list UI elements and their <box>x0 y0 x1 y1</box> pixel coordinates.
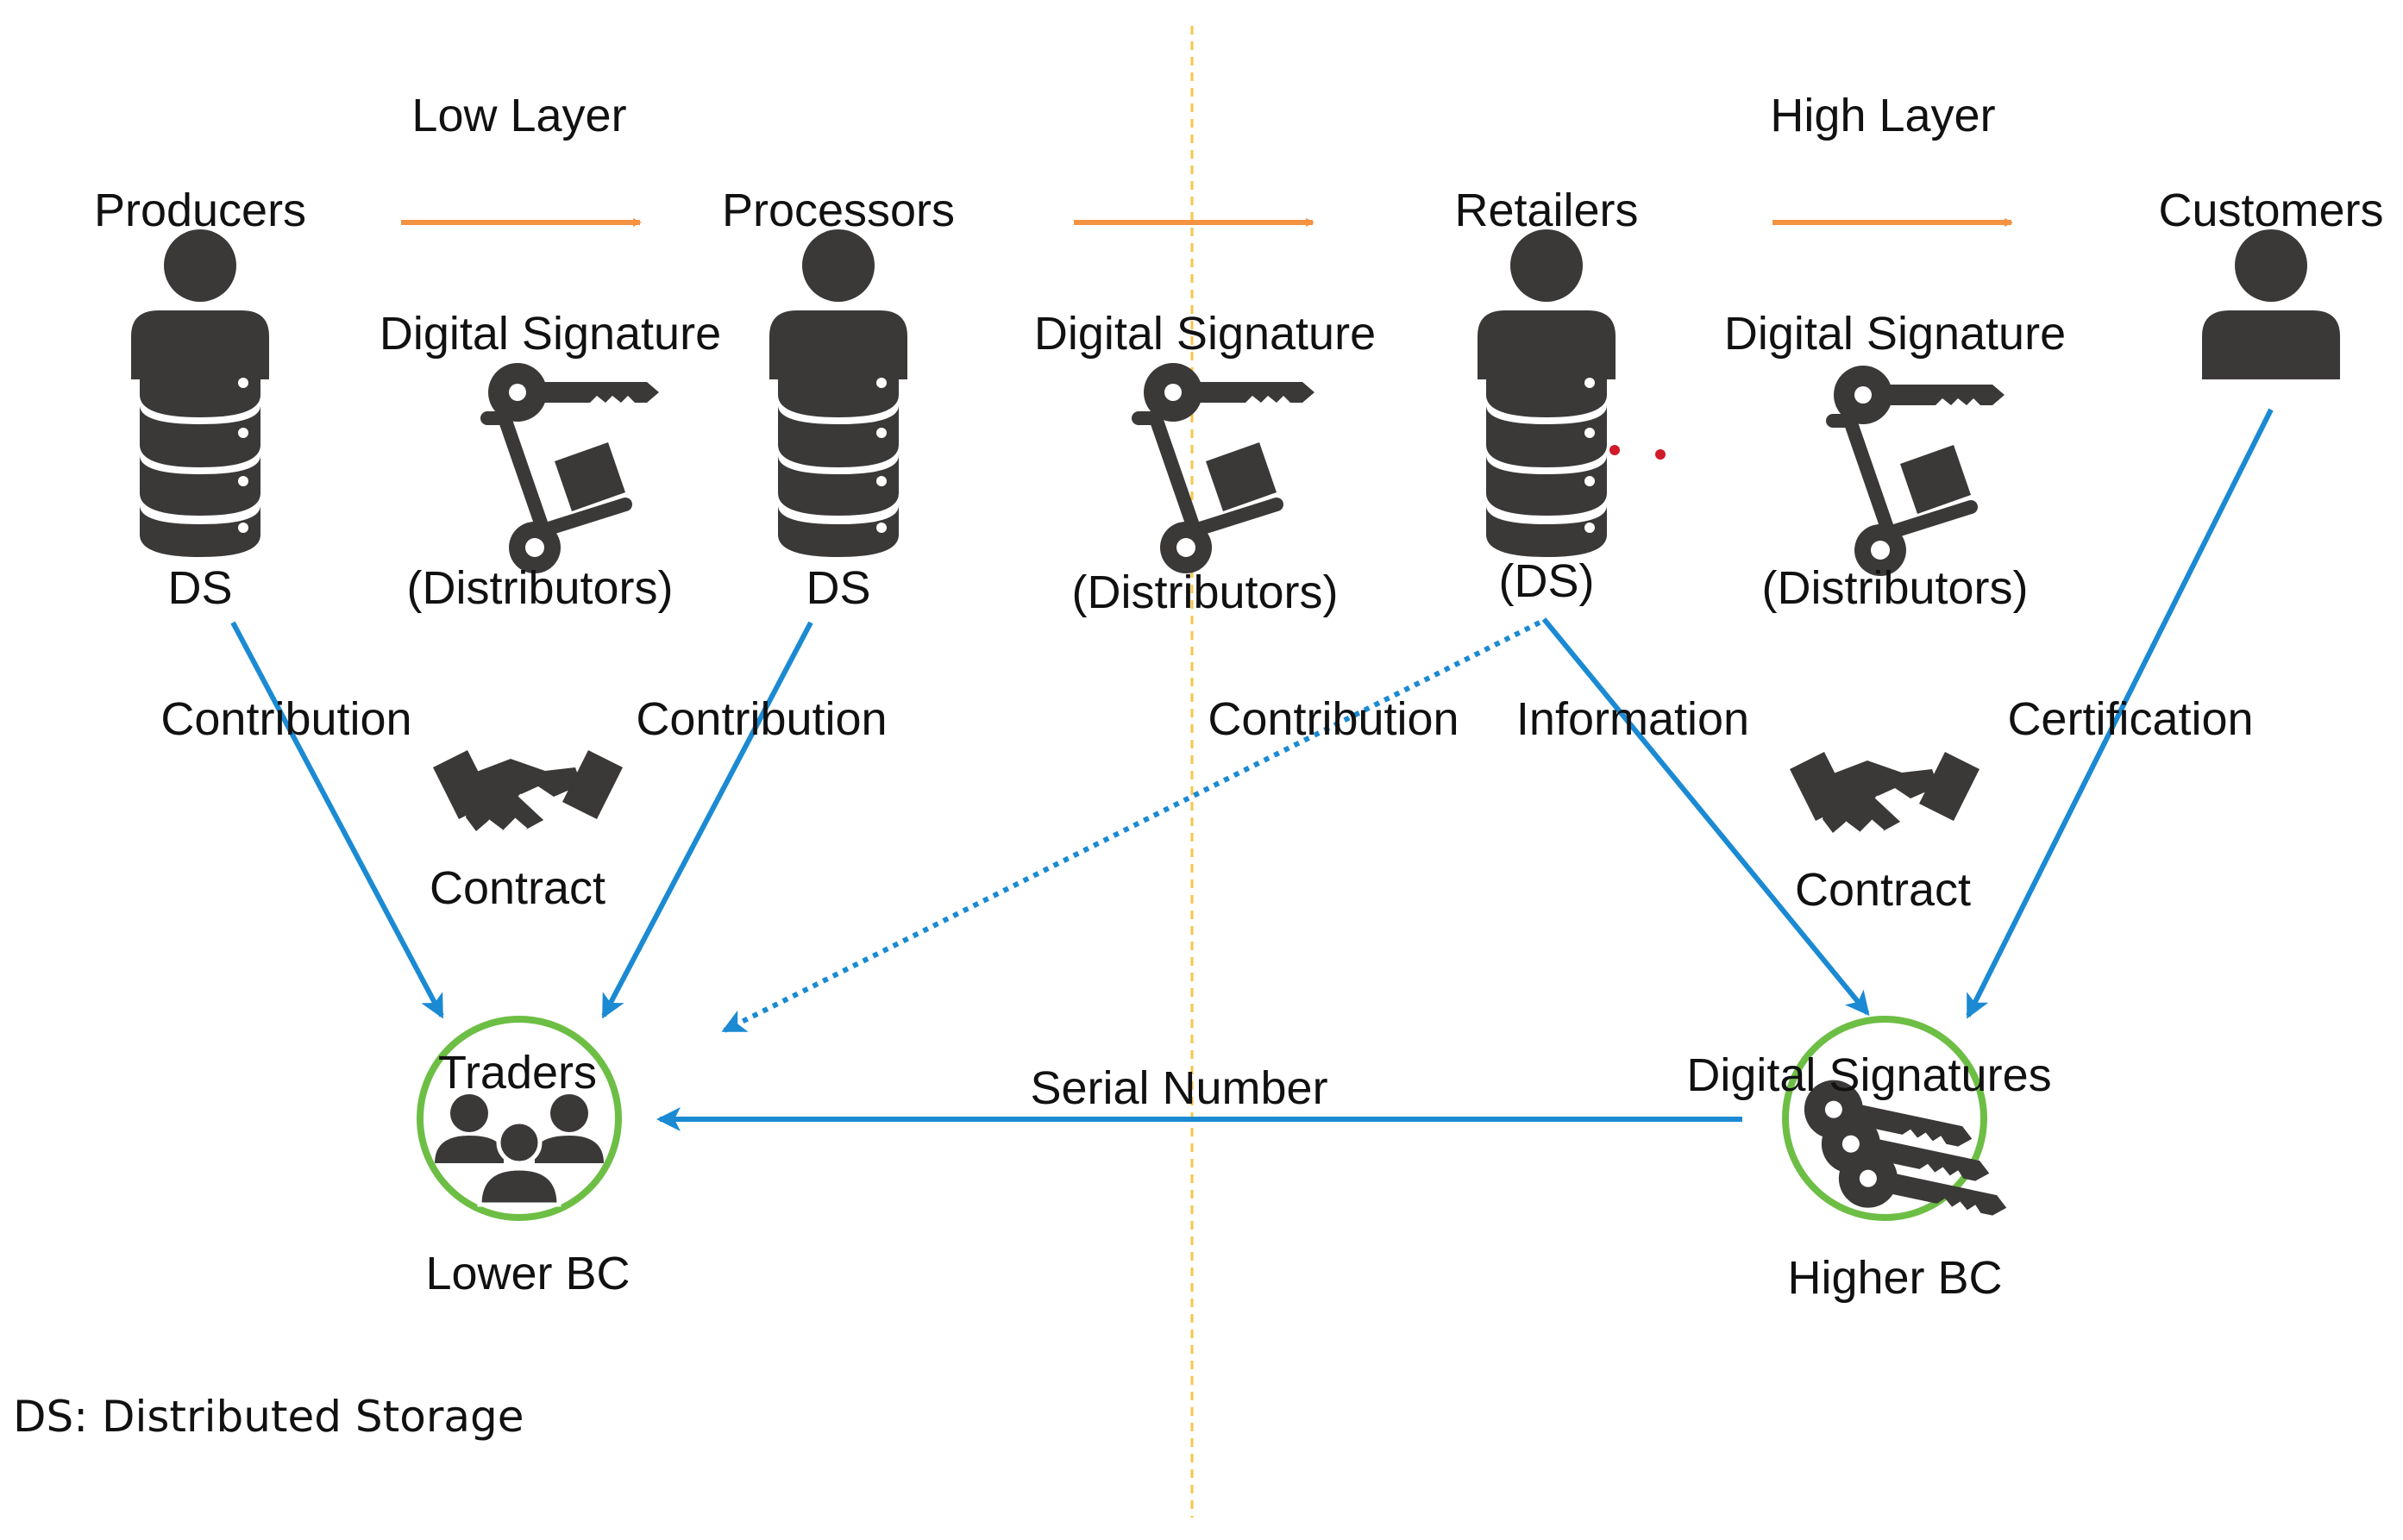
serial-number-label: Serial Number <box>1030 1062 1327 1114</box>
customers-person-icon <box>2202 229 2340 379</box>
red-dot <box>1609 445 1620 455</box>
contract-label: Contract <box>430 862 605 914</box>
contribution-label: Contribution <box>1208 693 1459 745</box>
group-icon <box>435 1094 604 1205</box>
arrow-processors-to-lower-bc <box>601 621 813 1019</box>
contribution-label: Contribution <box>636 693 887 745</box>
information-label: Information <box>1516 693 1749 745</box>
retailers-database-icon <box>1486 345 1607 557</box>
retailers-label: Retailers <box>1454 185 1638 236</box>
high-layer-label: High Layer <box>1770 90 1995 141</box>
contract-label: Contract <box>1795 864 1971 916</box>
distributors-label: (Distributors) <box>406 562 673 614</box>
lower-bc-label: Lower BC <box>425 1248 630 1299</box>
traders-label: Traders <box>438 1047 597 1099</box>
red-dot <box>1655 449 1666 460</box>
digital-signature-label: Digital Signature <box>1034 308 1376 360</box>
customers-label: Customers <box>2158 185 2383 236</box>
higher-bc-ring <box>1782 1016 1987 1221</box>
contribution-label: Contribution <box>160 693 411 745</box>
key-icon <box>1834 366 2005 424</box>
lower-bc-ring <box>417 1016 622 1221</box>
arrow-customers-to-higher-bc <box>1966 408 2274 1019</box>
hand-truck-icon <box>487 418 625 573</box>
producers-label: Producers <box>94 185 306 236</box>
higher-bc-label: Higher BC <box>1787 1252 2002 1304</box>
digital-signature-label: Digital Signature <box>380 308 721 360</box>
legend-note: DS: Distributed Storage <box>13 1392 524 1442</box>
certification-label: Certification <box>2007 693 2253 745</box>
distributors-label: (Distributors) <box>1071 567 1338 618</box>
retailers-ds-label: (DS) <box>1499 555 1595 607</box>
arrow-retailers-to-higher-bc <box>1541 617 1870 1017</box>
producers-database-icon <box>140 345 260 557</box>
digital-signature-label: Digital Signature <box>1724 308 2066 360</box>
low-layer-label: Low Layer <box>411 90 626 141</box>
processors-label: Processors <box>722 185 955 236</box>
processors-ds-label: DS <box>806 562 870 614</box>
arrow-producers-to-lower-bc <box>230 621 444 1019</box>
digital-signatures-label: Digital Signatures <box>1686 1049 2051 1101</box>
key-icon <box>488 363 659 422</box>
processors-database-icon <box>778 345 899 557</box>
dotted-arrow-retailers-to-lower-bc <box>721 620 1541 1033</box>
distributors-label: (Distributors) <box>1761 562 2028 614</box>
handshake-icon <box>1788 750 1981 835</box>
hand-truck-icon <box>1139 418 1277 573</box>
hand-truck-icon <box>1833 421 1971 576</box>
producers-ds-label: DS <box>167 562 232 614</box>
handshake-icon <box>431 748 624 833</box>
key-icon <box>1144 363 1314 422</box>
